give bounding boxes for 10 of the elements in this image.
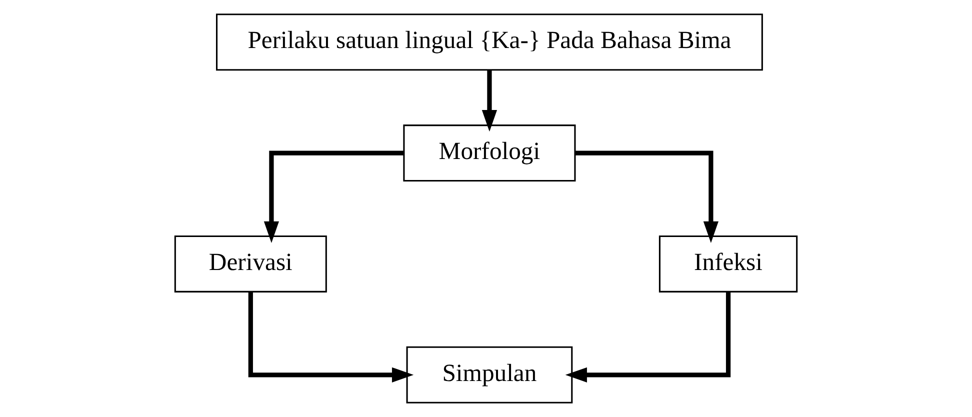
node-box: Perilaku satuan lingual {Ka-} Pada Bahasa Bima <box>216 14 763 71</box>
node-box: Infeksi <box>658 235 798 292</box>
arrow <box>575 150 718 243</box>
arrow <box>248 292 414 382</box>
arrow <box>565 292 731 382</box>
node-box: Simpulan <box>406 346 573 404</box>
arrow <box>482 70 498 132</box>
arrow <box>264 150 404 243</box>
node-box: Derivasi <box>174 235 327 292</box>
node-box: Morfologi <box>403 124 576 182</box>
